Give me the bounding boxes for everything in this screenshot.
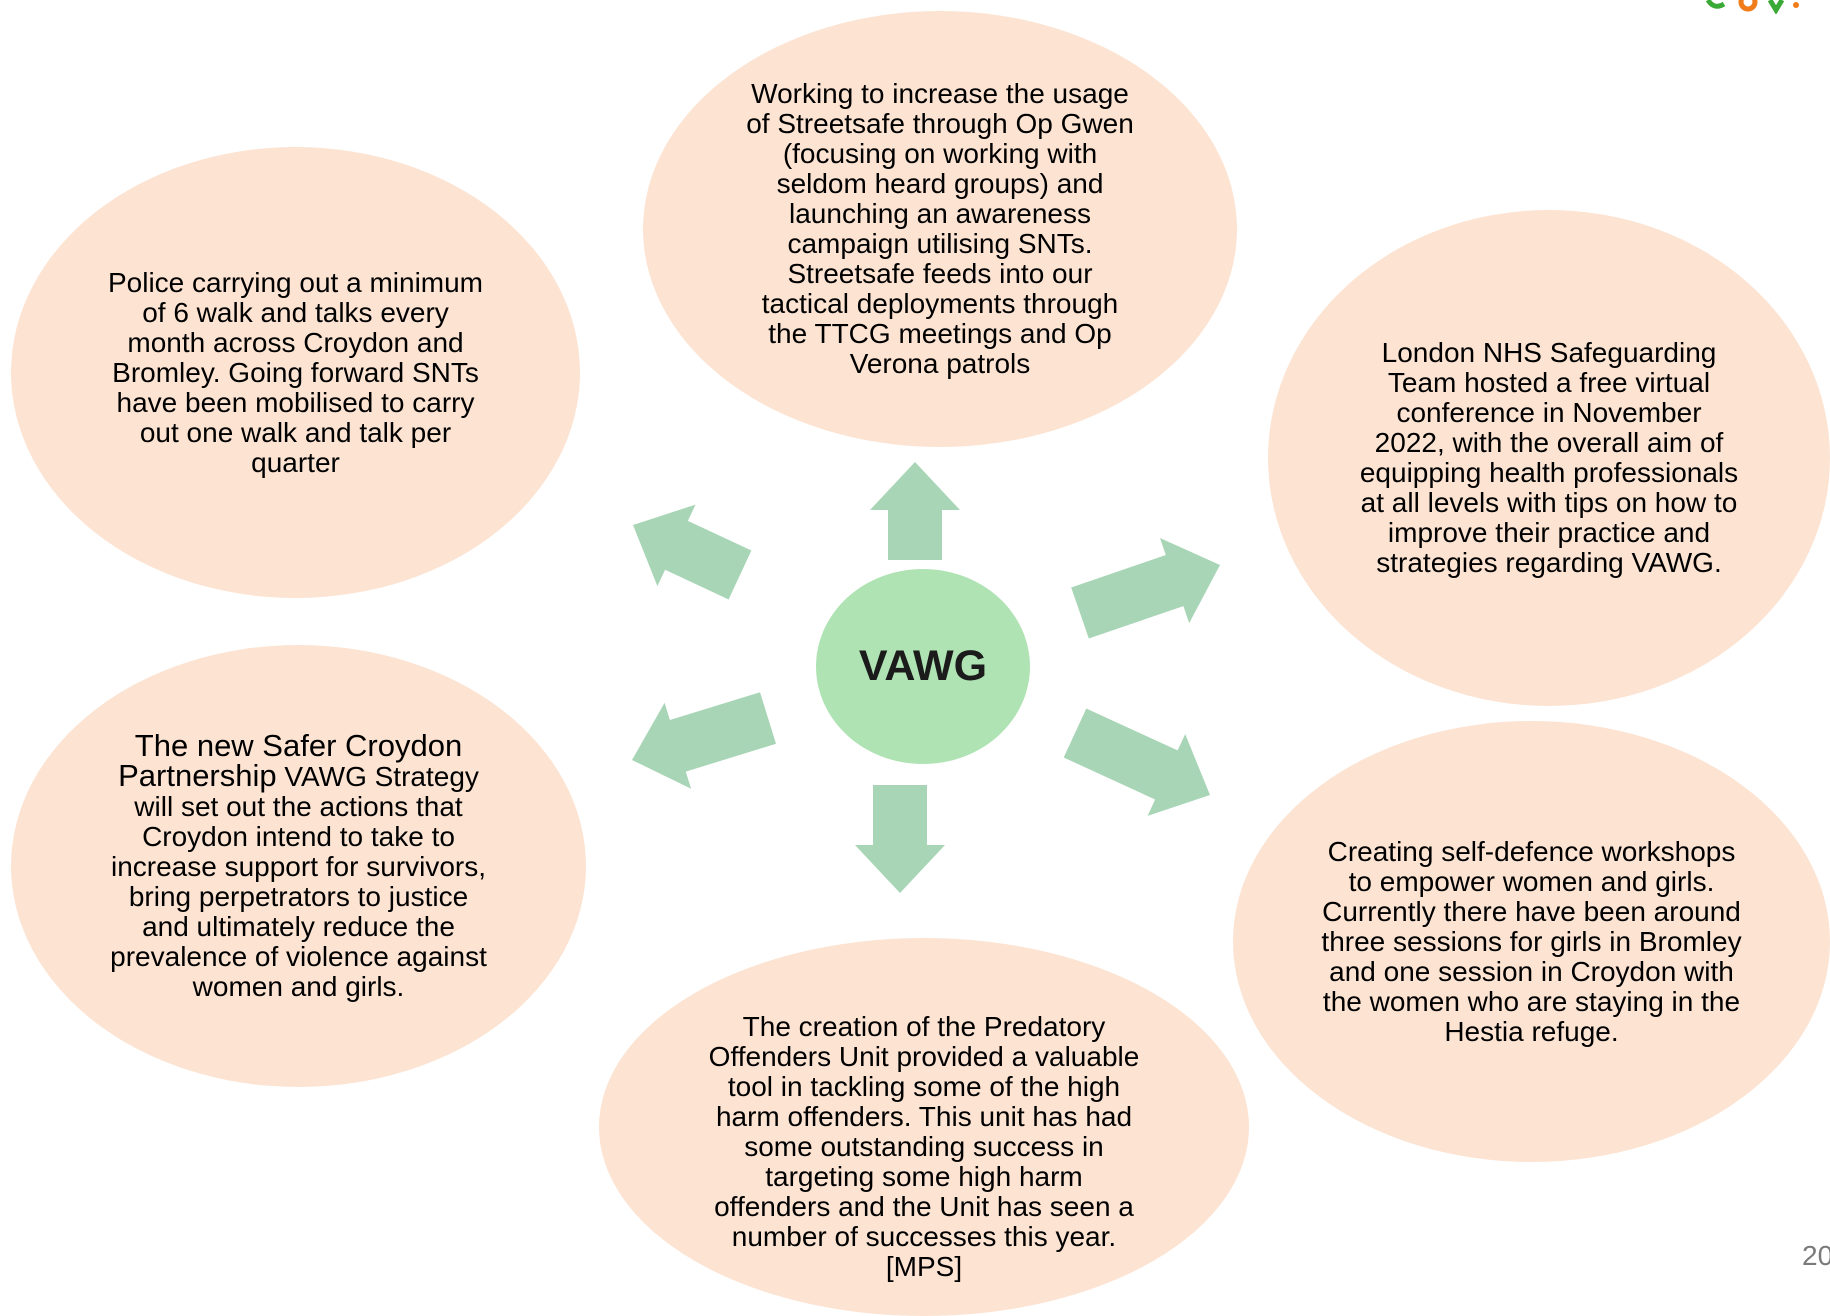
text-line: [MPS]	[885, 1251, 963, 1282]
text-line: of Streetsafe through Op Gwen	[746, 108, 1134, 139]
text-line: and ultimately reduce the	[142, 910, 455, 942]
text-line: conference in November	[1396, 397, 1702, 428]
text-line: tool in tackling some of the high	[727, 1071, 1121, 1102]
text-line: number of successes this year.	[731, 1221, 1117, 1252]
text-line: Police carrying out a minimum	[107, 266, 484, 298]
text-line: will set out the actions that	[134, 790, 463, 822]
text-line: improve their practice and	[1387, 517, 1711, 548]
text-line: the women who are staying in the	[1322, 985, 1741, 1017]
text-line: Working to increase the usage	[751, 78, 1129, 109]
text-line: quarter	[251, 446, 340, 478]
text-line: targeting some high harm	[765, 1161, 1083, 1192]
text-line: Team hosted a free virtual	[1387, 367, 1711, 398]
text-line: women and girls.	[192, 970, 405, 1002]
strategy-lead-line-2-rest: VAWG Strategy	[276, 760, 479, 792]
text-line: the TTCG meetings and Op	[768, 318, 1112, 349]
arrow-up-right	[1071, 538, 1220, 639]
arrow-down-right	[1063, 708, 1210, 816]
text-line: 2022, with the overall aim of	[1374, 427, 1724, 458]
page-number: 20	[1802, 1240, 1830, 1271]
text-line: tactical deployments through	[761, 288, 1119, 319]
text-line: The creation of the Predatory	[742, 1011, 1106, 1042]
text-line: prevalence of violence against	[110, 940, 487, 972]
logo-icon	[1705, 0, 1799, 14]
text-line: of 6 walk and talks every	[142, 296, 449, 328]
strategy-lead-line-1: The new Safer Croydon	[134, 727, 463, 763]
text-line: harm offenders. This unit has had	[715, 1101, 1133, 1132]
text-line: Croydon intend to take to	[142, 820, 455, 852]
arrow-down	[855, 785, 945, 893]
logo-fragment	[1700, 0, 1830, 14]
text-line: month across Croydon and	[127, 326, 464, 358]
text-line: Creating self-defence workshops	[1327, 835, 1736, 867]
text-line: Offenders Unit provided a valuable	[708, 1041, 1140, 1072]
text-line: strategies regarding VAWG.	[1376, 547, 1722, 578]
arrow-up-left	[633, 504, 752, 600]
text-line: increase support for survivors,	[110, 850, 487, 882]
text-line: launching an awareness	[789, 198, 1091, 229]
text-line: seldom heard groups) and	[776, 168, 1104, 199]
text-line: some outstanding success in	[744, 1131, 1104, 1162]
bubble-vawg-strategy-text: The new Safer Croydon Partnership VAWG S…	[110, 727, 487, 1002]
text-line: campaign utilising SNTs.	[787, 228, 1093, 259]
arrow-up	[870, 462, 960, 560]
strategy-lead-line-2: Partnership	[118, 757, 277, 793]
text-line: have been mobilised to carry	[116, 386, 475, 418]
center-node-vawg: VAWG	[816, 569, 1030, 764]
text-line: equipping health professionals	[1359, 457, 1739, 488]
text-line: offenders and the Unit has seen a	[714, 1191, 1134, 1222]
text-line: (focusing on working with	[782, 138, 1098, 169]
text-line: Bromley. Going forward SNTs	[112, 356, 479, 388]
text-line: three sessions for girls in Bromley	[1321, 925, 1742, 957]
arrow-down-left	[632, 692, 776, 789]
text-line: Streetsafe feeds into our	[787, 258, 1093, 289]
text-line: Currently there have been around	[1322, 895, 1741, 927]
text-line: bring perpetrators to justice	[128, 880, 469, 912]
text-line: Hestia refuge.	[1444, 1015, 1619, 1047]
bubble-vawg-strategy: The new Safer Croydon Partnership VAWG S…	[11, 645, 586, 1087]
text-line: out one walk and talk per	[139, 416, 452, 448]
text-line: at all levels with tips on how to	[1360, 487, 1738, 518]
text-line: and one session in Croydon with	[1329, 955, 1734, 987]
text-line: to empower women and girls.	[1348, 865, 1715, 897]
center-label: VAWG	[858, 642, 988, 690]
text-line: London NHS Safeguarding	[1381, 337, 1717, 368]
text-line: Verona patrols	[849, 348, 1031, 379]
